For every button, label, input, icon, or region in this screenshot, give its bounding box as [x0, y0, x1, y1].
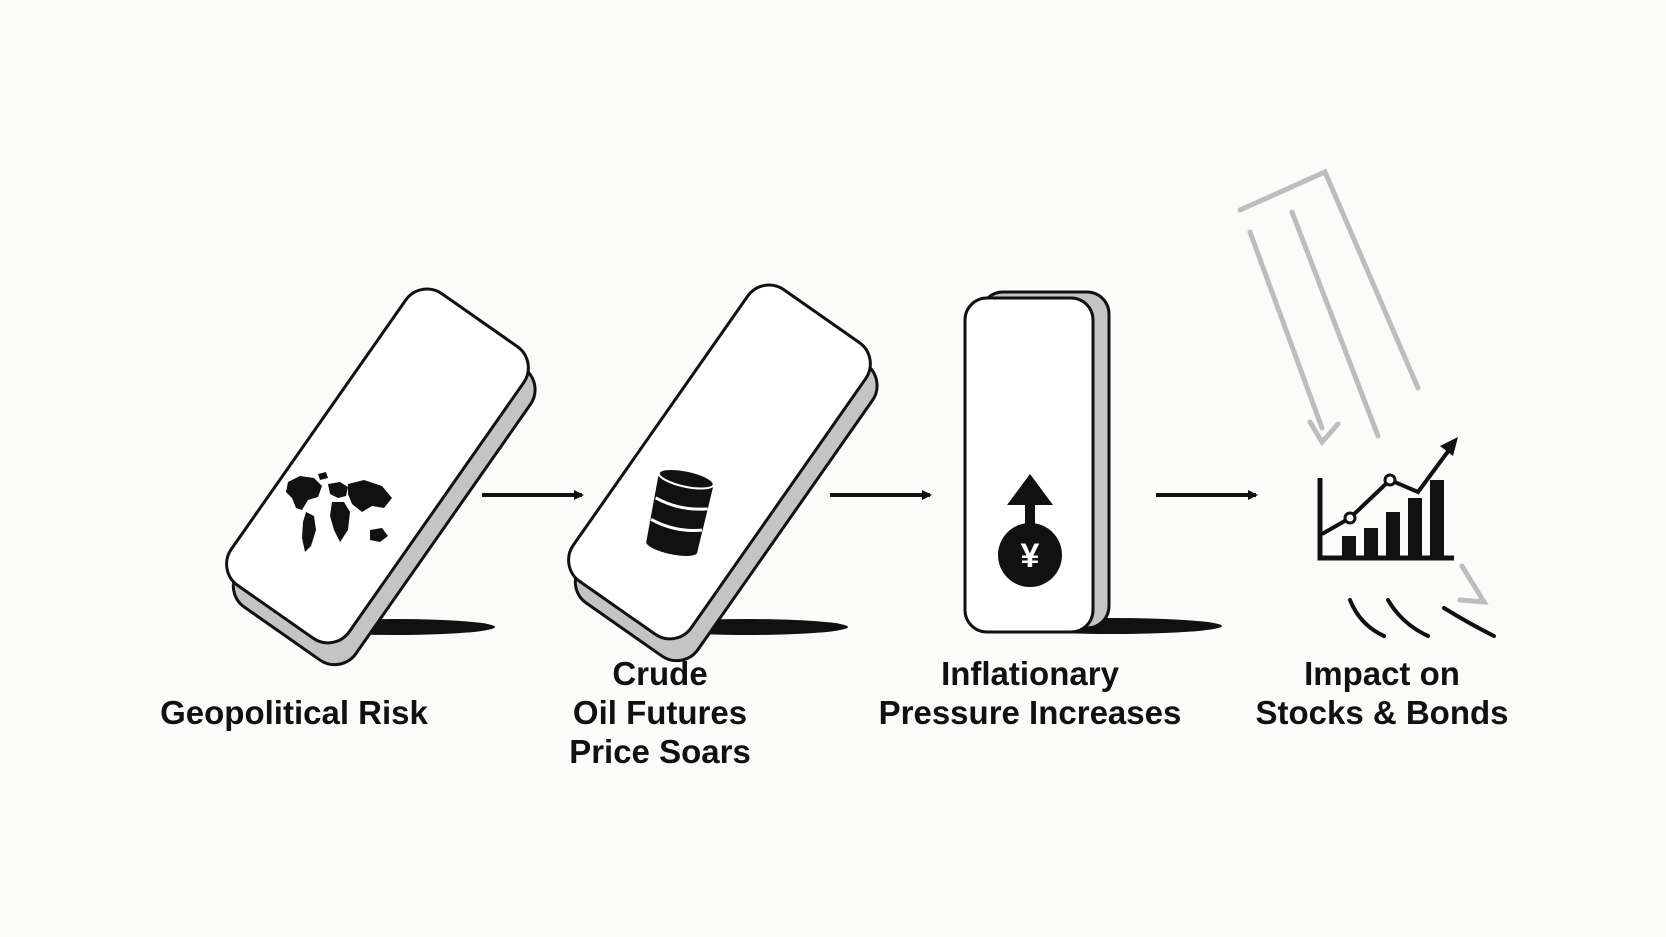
world-map-icon	[286, 472, 392, 552]
svg-text:¥: ¥	[1021, 537, 1040, 575]
label-line: Impact on	[1304, 655, 1460, 692]
domino-face	[567, 283, 872, 641]
ghost-arrowhead	[1307, 419, 1341, 447]
label-line: Inflationary	[941, 655, 1119, 692]
label-line: Crude	[612, 655, 708, 692]
chart-bar	[1342, 536, 1356, 556]
falling-domino-ghost	[1237, 168, 1489, 605]
oil-barrel-icon	[646, 468, 715, 556]
label-line: Price Soars	[569, 733, 751, 770]
domino-geopolitical-risk	[225, 287, 537, 667]
trend-arrowhead	[1440, 437, 1458, 456]
ghost-line	[1247, 229, 1325, 431]
domino-inflation: ¥	[963, 290, 1222, 634]
chart-bar	[1386, 512, 1400, 556]
label-inflationary-pressure: Inflationary Pressure Increases	[860, 654, 1200, 732]
label-line: Stocks & Bonds	[1255, 694, 1509, 731]
ghost-line	[1289, 209, 1381, 439]
label-impact-stocks-bonds: Impact on Stocks & Bonds	[1236, 654, 1528, 732]
label-line: Geopolitical Risk	[160, 694, 428, 731]
yen-coin-up-arrow-icon: ¥	[998, 474, 1062, 587]
domino-face	[225, 287, 530, 645]
chart-bar	[1408, 498, 1422, 556]
chart-bar	[1364, 528, 1378, 556]
chart-bar	[1430, 480, 1444, 556]
label-line: Oil Futures	[572, 694, 748, 731]
domino-crude-oil	[567, 283, 879, 663]
label-line: Pressure Increases	[878, 694, 1182, 731]
label-crude-oil: Crude Oil Futures Price Soars	[520, 654, 800, 771]
ghost-arrowhead	[1457, 563, 1489, 605]
rising-bar-chart-icon	[1317, 437, 1458, 561]
motion-swoosh-lines	[1348, 598, 1496, 638]
label-geopolitical-risk: Geopolitical Risk	[146, 693, 442, 732]
ghost-domino-outline	[1237, 168, 1421, 391]
